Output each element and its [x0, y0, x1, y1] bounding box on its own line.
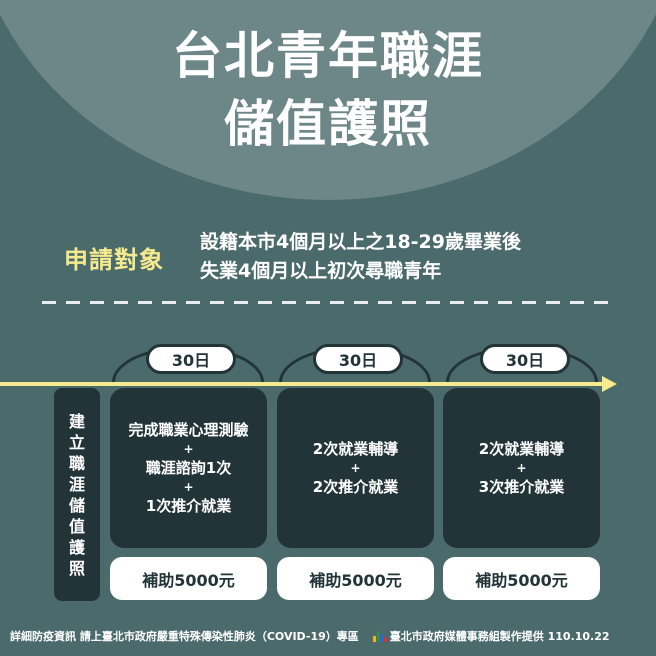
page-title-line1: 台北青年職涯 — [172, 27, 484, 85]
eligibility-line1: 設籍本市4個月以上之18-29歲畢業後 — [200, 231, 521, 253]
side-label-char: 護 — [68, 537, 85, 557]
side-label-char: 立 — [68, 432, 85, 452]
page-title-line2: 儲值護照 — [224, 95, 432, 153]
step-line: 2次推介就業 — [312, 478, 399, 496]
timeline-arrow-line — [0, 382, 606, 386]
subsidy-badge-1: 補助5000元 — [110, 557, 267, 600]
duration-badge-1: 30日 — [146, 344, 236, 374]
plus-sign: + — [183, 442, 194, 456]
subsidy-badge-2: 補助5000元 — [277, 557, 434, 600]
step-card-3: 2次就業輔導 + 3次推介就業 — [443, 388, 600, 548]
side-label-char: 涯 — [68, 474, 85, 494]
step-card-1: 完成職業心理測驗 + 職涯諮詢1次 + 1次推介就業 — [110, 388, 267, 548]
step-line: 2次就業輔導 — [312, 440, 399, 458]
step-line: 完成職業心理測驗 — [128, 421, 249, 439]
step-line: 2次就業輔導 — [478, 440, 565, 458]
footer-credit: 臺北市政府媒體事務組製作提供 110.10.22 — [389, 630, 610, 643]
side-label-char: 儲 — [68, 495, 85, 515]
step-line: 職涯諮詢1次 — [145, 459, 232, 477]
eligibility-line2: 失業4個月以上初次尋職青年 — [200, 260, 442, 282]
plus-sign: + — [183, 480, 194, 494]
plus-sign: + — [350, 461, 361, 475]
side-label-char: 職 — [68, 453, 85, 473]
footer: 詳細防疫資訊 請上臺北市政府嚴重特殊傳染性肺炎（COVID-19）專區 臺北市政… — [10, 628, 650, 644]
subsidy-badge-3: 補助5000元 — [443, 557, 600, 600]
side-label-char: 照 — [68, 558, 85, 578]
eligibility-label: 申請對象 — [64, 246, 164, 274]
side-label-char: 值 — [68, 516, 85, 536]
duration-badge-2: 30日 — [313, 344, 403, 374]
step-line: 3次推介就業 — [478, 478, 565, 496]
eligibility-description: 設籍本市4個月以上之18-29歲畢業後 失業4個月以上初次尋職青年 — [200, 228, 521, 286]
side-label-card: 建 立 職 涯 儲 值 護 照 — [54, 388, 100, 601]
footer-covid-info: 詳細防疫資訊 請上臺北市政府嚴重特殊傳染性肺炎（COVID-19）專區 — [10, 630, 359, 643]
arrow-right-icon — [602, 376, 617, 392]
step-card-2: 2次就業輔導 + 2次推介就業 — [277, 388, 434, 548]
step-line: 1次推介就業 — [145, 497, 232, 515]
duration-badge-3: 30日 — [480, 344, 570, 374]
plus-sign: + — [516, 461, 527, 475]
dashed-divider — [42, 301, 618, 304]
taipei-media-logo-icon — [372, 630, 387, 642]
side-label-char: 建 — [68, 411, 85, 431]
